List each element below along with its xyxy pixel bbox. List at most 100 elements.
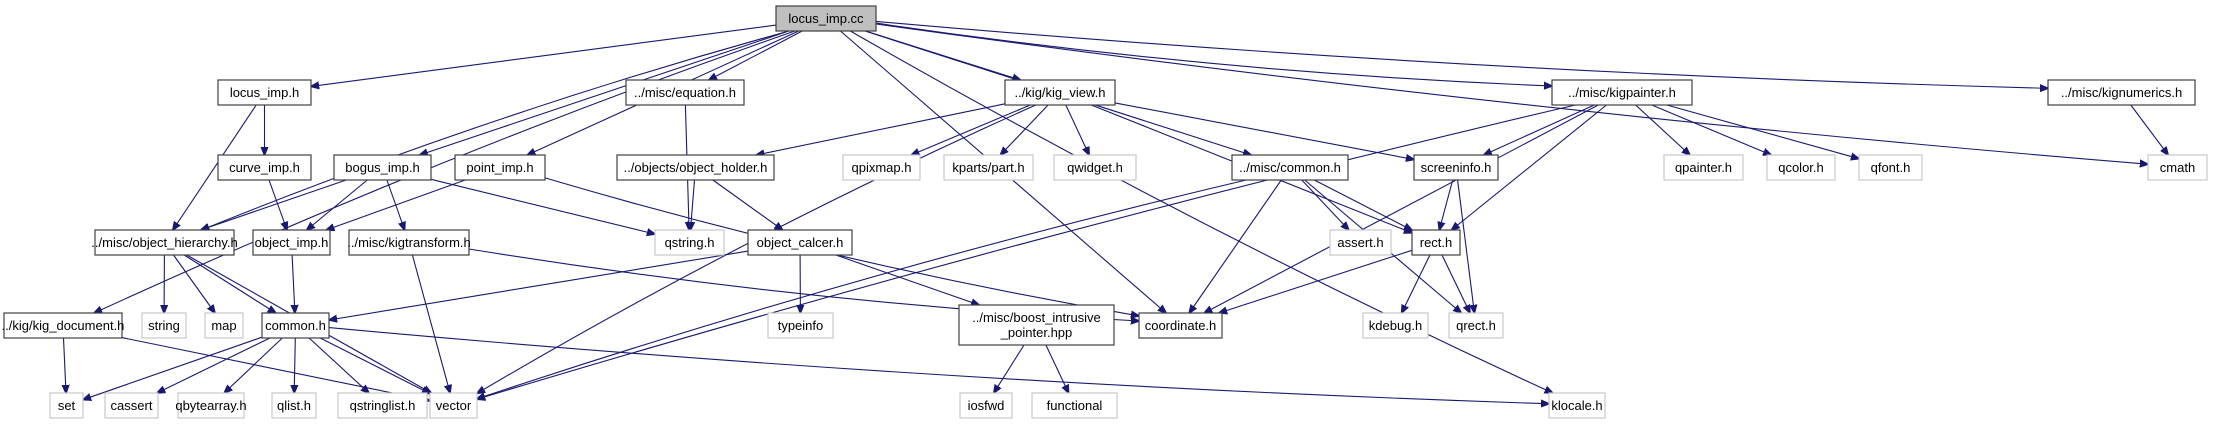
- edge-object_hierarchy_h-to-map: [173, 254, 216, 313]
- edge-locus_imp_cc-to-kignumerics_h: [875, 20, 2048, 88]
- node-boost-intrusive-pointer-hpp[interactable]: ../misc/boost_intrusive_pointer.hpp: [958, 304, 1115, 346]
- edge-object_holder_h-to-qstring_h: [691, 179, 695, 230]
- edge-screeninfo_h-to-qrect_h: [1457, 179, 1475, 313]
- node-box: [1362, 312, 1429, 339]
- node-label: qcolor.h: [1778, 160, 1824, 175]
- node-label: iosfwd: [968, 398, 1005, 413]
- node-kig-view-h[interactable]: ../kig/kig_view.h: [1004, 79, 1116, 106]
- node-label: vector: [436, 398, 472, 413]
- node-locus-imp-cc[interactable]: locus_imp.cc: [775, 5, 877, 32]
- node-label: screeninfo.h: [1421, 160, 1492, 175]
- node-label: qpixmap.h: [852, 160, 912, 175]
- node-object-holder-h[interactable]: ../objects/object_holder.h: [616, 154, 775, 181]
- node-box: [775, 5, 877, 32]
- node-label: point_imp.h: [466, 160, 533, 175]
- edge-object_calcer_h-to-boost_intrusive_pointer_hpp: [835, 254, 979, 305]
- node-bogus-imp-h[interactable]: bogus_imp.h: [333, 154, 432, 181]
- node-box: [337, 392, 428, 419]
- node-box: [1551, 79, 1693, 106]
- node-box: [1548, 392, 1606, 419]
- node-box: [1858, 154, 1923, 181]
- edge-object_hierarchy_h-to-common_h: [183, 254, 276, 313]
- node-label: bogus_imp.h: [345, 160, 419, 175]
- edge-common_h-to-klocale_h: [328, 327, 1549, 404]
- node-kig-document-h[interactable]: ../kig/kig_document.h: [2, 312, 125, 339]
- node-set: set: [49, 392, 84, 419]
- node-kigtransform-h[interactable]: ../misc/kigtransform.h: [347, 229, 471, 256]
- node-box: [1231, 154, 1349, 181]
- node-coordinate-h[interactable]: coordinate.h: [1138, 312, 1223, 339]
- edge-kig_view_h-to-object_holder_h: [756, 103, 1006, 155]
- node-label: ../misc/kigtransform.h: [347, 235, 471, 250]
- edge-misc_common_h-to-vector: [477, 179, 1247, 399]
- node-qstring-h: qstring.h: [654, 229, 725, 256]
- edge-kigpainter_h-to-qfont_h: [1666, 104, 1859, 159]
- edge-object_imp_h-to-common_h: [292, 254, 295, 313]
- node-qlist-h: qlist.h: [271, 392, 317, 419]
- node-screeninfo-h[interactable]: screeninfo.h: [1413, 154, 1499, 181]
- node-label: _pointer.hpp: [1000, 325, 1073, 340]
- node-kignumerics-h[interactable]: ../misc/kignumerics.h: [2047, 79, 2196, 106]
- edges-layer: [64, 20, 2169, 404]
- edge-locus_imp_cc-to-bogus_imp_h: [420, 30, 789, 155]
- node-klocale-h: klocale.h: [1548, 392, 1606, 419]
- node-vector: vector: [429, 392, 478, 419]
- node-curve-imp-h[interactable]: curve_imp.h: [217, 154, 312, 181]
- node-box: [94, 229, 235, 256]
- node-misc-common-h[interactable]: ../misc/common.h: [1231, 154, 1349, 181]
- node-label: ../misc/kignumerics.h: [2061, 85, 2182, 100]
- node-box: [141, 312, 187, 339]
- node-common-h[interactable]: common.h: [261, 312, 330, 339]
- edge-boost_intrusive_pointer_hpp-to-iosfwd: [994, 344, 1025, 393]
- node-box: [1138, 312, 1223, 339]
- edge-kigtransform_h-to-vector: [411, 254, 450, 393]
- node-object-calcer-h[interactable]: object_calcer.h: [747, 229, 853, 256]
- node-box: [958, 304, 1115, 346]
- node-rect-h[interactable]: rect.h: [1411, 229, 1461, 256]
- edge-bogus_imp_h-to-object_imp_h: [307, 179, 368, 230]
- node-point-imp-h[interactable]: point_imp.h: [454, 154, 546, 181]
- edge-bogus_imp_h-to-object_hierarchy_h: [201, 179, 347, 230]
- node-box: [654, 229, 725, 256]
- edge-common_h-to-qlist_h: [294, 337, 295, 393]
- edge-locus_imp_cc-to-cmath: [875, 23, 2148, 164]
- node-qfont-h: qfont.h: [1858, 154, 1923, 181]
- node-box: [1766, 154, 1836, 181]
- edge-rect_h-to-kdebug_h: [1402, 254, 1431, 313]
- node-label: qpainter.h: [1675, 160, 1732, 175]
- node-box: [625, 79, 745, 106]
- node-label: kdebug.h: [1369, 318, 1423, 333]
- node-box: [333, 154, 432, 181]
- edge-locus_imp_cc-to-klocale_h: [850, 30, 1552, 393]
- node-locus-imp-h[interactable]: locus_imp.h: [217, 79, 312, 106]
- edge-kig_document_h-to-set: [64, 337, 67, 393]
- node-kigpainter-h[interactable]: ../misc/kigpainter.h: [1551, 79, 1693, 106]
- node-kparts-part-h: kparts/part.h: [943, 154, 1034, 181]
- node-equation-h[interactable]: ../misc/equation.h: [625, 79, 745, 106]
- edge-kigpainter_h-to-vector: [477, 104, 1576, 399]
- edge-point_imp_h-to-object_imp_h: [326, 179, 466, 230]
- node-qpainter-h: qpainter.h: [1663, 154, 1744, 181]
- edge-kigpainter_h-to-coordinate_h: [1204, 104, 1599, 313]
- node-box: [348, 229, 470, 256]
- node-qwidget-h: qwidget.h: [1053, 154, 1137, 181]
- node-box: [104, 392, 159, 419]
- node-object-imp-h[interactable]: object_imp.h: [252, 229, 331, 256]
- edge-point_imp_h-to-coordinate_h: [544, 177, 1139, 316]
- node-qbytearray-h: qbytearray.h: [175, 392, 247, 419]
- edge-kigpainter_h-to-screeninfo_h: [1484, 104, 1595, 155]
- node-typeinfo: typeinfo: [767, 312, 834, 339]
- node-label: string: [148, 318, 180, 333]
- edge-locus_imp_cc-to-equation_h: [709, 30, 803, 80]
- edge-kig_view_h-to-qpixmap_h: [911, 104, 1031, 155]
- node-functional: functional: [1031, 392, 1118, 419]
- node-cmath: cmath: [2147, 154, 2208, 181]
- node-label: klocale.h: [1551, 398, 1602, 413]
- node-box: [429, 392, 478, 419]
- node-box: [49, 392, 84, 419]
- node-box: [943, 154, 1034, 181]
- edge-object_calcer_h-to-common_h: [329, 250, 749, 320]
- node-box: [217, 79, 312, 106]
- node-label: rect.h: [1420, 235, 1453, 250]
- node-object-hierarchy-h[interactable]: ../misc/object_hierarchy.h: [91, 229, 238, 256]
